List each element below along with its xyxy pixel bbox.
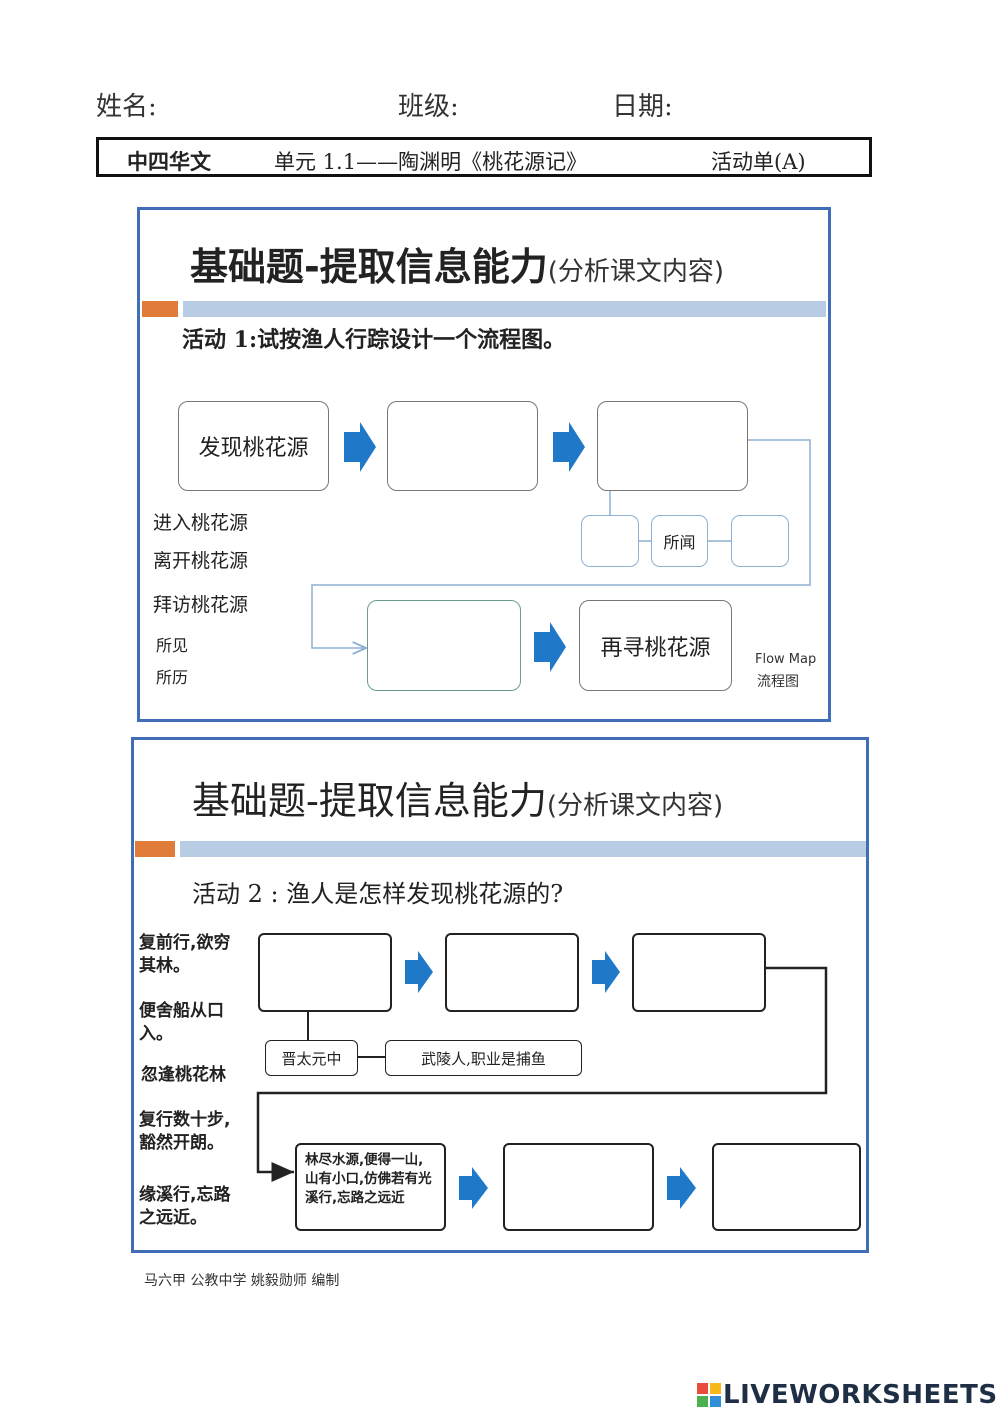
name-label: 姓名: [96, 92, 157, 122]
section-1-subtitle: (分析课文内容) [547, 257, 725, 287]
section-2-heading: 基础题-提取信息能力(分析课文内容) [192, 770, 723, 825]
flow-2-info-box-2: 武陵人,职业是捕鱼 [385, 1040, 582, 1076]
option-1-4[interactable]: 所见 [156, 636, 189, 655]
flow-map-label-en: Flow Map [755, 652, 817, 667]
flow-1-box-4[interactable] [367, 600, 521, 691]
arrow-right-icon [534, 622, 566, 672]
flow-2-box-6[interactable] [712, 1143, 861, 1231]
orange-accent-bar [135, 841, 175, 857]
flow-2-box-5[interactable] [503, 1143, 654, 1231]
flow-2-return-line [256, 966, 828, 1182]
flow-1-box-2[interactable] [387, 401, 538, 491]
option-2-2[interactable]: 便舍船从口入。 [139, 1001, 224, 1044]
flow-1-small-box-3[interactable] [731, 515, 789, 567]
arrow-right-icon [459, 1167, 488, 1209]
section-2-title: 基础题-提取信息能力 [192, 779, 547, 823]
arrow-right-icon [344, 422, 376, 472]
date-label: 日期: [612, 92, 673, 122]
arrow-right-icon [553, 422, 585, 472]
flow-2-box-2[interactable] [445, 933, 579, 1012]
option-2-1[interactable]: 复前行,欲穷其林。 [139, 933, 231, 976]
flow-1-small-box-2[interactable]: 所闻 [651, 515, 708, 567]
option-1-5[interactable]: 所历 [156, 668, 189, 687]
arrow-right-icon [667, 1167, 696, 1209]
unit-title: 单元 1.1——陶渊明《桃花源记》 [274, 150, 588, 174]
activity-1-instruction: 活动 1:试按渔人行踪设计一个流程图。 [182, 327, 566, 353]
option-2-4[interactable]: 复行数十步,豁然开朗。 [139, 1110, 231, 1153]
flow-1-small-box-1[interactable] [581, 515, 639, 567]
flow-1-return-line [311, 439, 811, 648]
arrow-right-icon [405, 951, 433, 993]
arrow-right-icon [592, 951, 620, 993]
flow-map-label-zh: 流程图 [757, 674, 799, 690]
section-1-title: 基础题-提取信息能力 [190, 245, 548, 289]
activity-2-panel [131, 737, 869, 1253]
liveworksheets-logo: LIVEWORKSHEETS [697, 1380, 998, 1410]
activity-2-instruction: 活动 2 : 渔人是怎样发现桃花源的? [192, 880, 564, 908]
author-credit: 马六甲 公教中学 姚毅勋师 编制 [144, 1273, 340, 1289]
option-2-3[interactable]: 忽逢桃花林 [141, 1065, 226, 1085]
option-2-5[interactable]: 缘溪行,忘路之远近。 [139, 1185, 231, 1228]
flow-2-info-box-1: 晋太元中 [265, 1040, 358, 1076]
flow-2-box-4: 林尽水源,便得一山,山有小口,仿佛若有光溪行,忘路之远近 [295, 1143, 446, 1231]
flow-2-box-3[interactable] [632, 933, 766, 1012]
flow-2-box-1[interactable] [258, 933, 392, 1012]
brand-name: LIVEWORKSHEETS [723, 1380, 998, 1410]
title-bar: 中四华文 单元 1.1——陶渊明《桃花源记》 活动单(A) [96, 137, 872, 177]
section-2-subtitle: (分析课文内容) [546, 791, 724, 821]
option-1-2[interactable]: 离开桃花源 [153, 550, 249, 572]
blue-accent-bar [183, 301, 826, 317]
flow-1-box-1[interactable]: 发现桃花源 [178, 401, 329, 491]
course-name: 中四华文 [127, 149, 211, 174]
flow-1-box-5[interactable]: 再寻桃花源 [579, 600, 732, 691]
sheet-title: 活动单(A) [711, 150, 806, 174]
option-1-3[interactable]: 拜访桃花源 [153, 594, 249, 616]
class-label: 班级: [398, 92, 459, 122]
option-1-1[interactable]: 进入桃花源 [153, 512, 249, 534]
liveworksheets-logo-icon [697, 1383, 721, 1407]
flow-1-box-3[interactable] [597, 401, 748, 491]
section-1-heading: 基础题-提取信息能力(分析课文内容) [190, 236, 724, 291]
blue-accent-bar [180, 841, 866, 857]
orange-accent-bar [142, 301, 178, 317]
activity-1-panel [137, 207, 831, 722]
